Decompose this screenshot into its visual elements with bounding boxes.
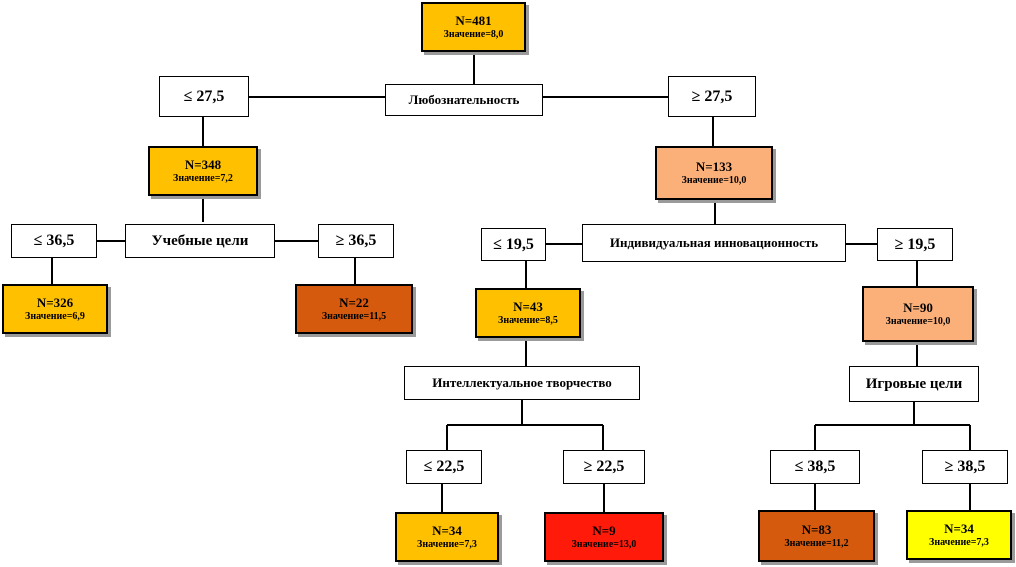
node-count: N=326 <box>36 295 74 310</box>
node-count: N=9 <box>592 523 616 538</box>
node-value: Значение=11,5 <box>321 311 387 322</box>
node-value: Значение=8,0 <box>443 29 504 40</box>
node-rr-left: N=83 Значение=11,2 <box>758 510 875 562</box>
condition-left-left: ≤ 36,5 <box>11 224 97 258</box>
node-right: N=133 Значение=10,0 <box>655 146 773 200</box>
split-left: Учебные цели <box>125 224 275 258</box>
node-right-right: N=90 Значение=10,0 <box>862 286 974 342</box>
split-right-right: Игровые цели <box>849 366 979 402</box>
node-count: N=83 <box>801 522 832 537</box>
condition-left-right: ≥ 36,5 <box>318 224 394 258</box>
node-value: Значение=13,0 <box>571 539 637 550</box>
node-count: N=43 <box>513 299 543 314</box>
node-count: N=34 <box>944 521 974 536</box>
node-rr-right: N=34 Значение=7,3 <box>906 510 1012 560</box>
split-right: Индивидуальная инновационность <box>582 224 846 262</box>
condition-right-left: ≤ 19,5 <box>481 228 546 261</box>
node-value: Значение=7,3 <box>929 537 989 548</box>
condition-rr-left: ≤ 38,5 <box>770 450 860 484</box>
node-left-right: N=22 Значение=11,5 <box>295 284 413 334</box>
node-value: Значение=10,0 <box>681 175 747 186</box>
node-count: N=22 <box>339 295 369 310</box>
node-right-left: N=43 Значение=8,5 <box>475 288 581 338</box>
node-rl-left: N=34 Значение=7,3 <box>395 512 499 562</box>
condition-rl-right: ≥ 22,5 <box>563 450 645 484</box>
node-left: N=348 Значение=7,2 <box>148 146 258 196</box>
node-count: N=34 <box>432 523 462 538</box>
node-value: Значение=7,3 <box>417 539 477 550</box>
node-count: N=481 <box>455 13 492 28</box>
node-value: Значение=8,5 <box>498 315 558 326</box>
condition-rl-left: ≤ 22,5 <box>406 450 482 484</box>
condition-right-right: ≥ 19,5 <box>877 228 953 261</box>
node-rl-right: N=9 Значение=13,0 <box>544 512 664 562</box>
condition-root-right: ≥ 27,5 <box>668 76 756 117</box>
split-root: Любознательность <box>385 84 543 116</box>
split-right-left: Интеллектуальное творчество <box>404 366 640 400</box>
node-value: Значение=11,2 <box>784 538 849 549</box>
condition-rr-right: ≥ 38,5 <box>922 450 1008 484</box>
node-left-left: N=326 Значение=6,9 <box>2 284 108 334</box>
node-value: Значение=7,2 <box>173 173 233 184</box>
node-value: Значение=6,9 <box>25 311 85 322</box>
node-count: N=90 <box>903 300 933 315</box>
node-root: N=481 Значение=8,0 <box>421 2 526 52</box>
node-count: N=348 <box>184 157 222 172</box>
condition-root-left: ≤ 27,5 <box>159 76 249 117</box>
node-value: Значение=10,0 <box>885 316 951 327</box>
node-count: N=133 <box>695 159 733 174</box>
